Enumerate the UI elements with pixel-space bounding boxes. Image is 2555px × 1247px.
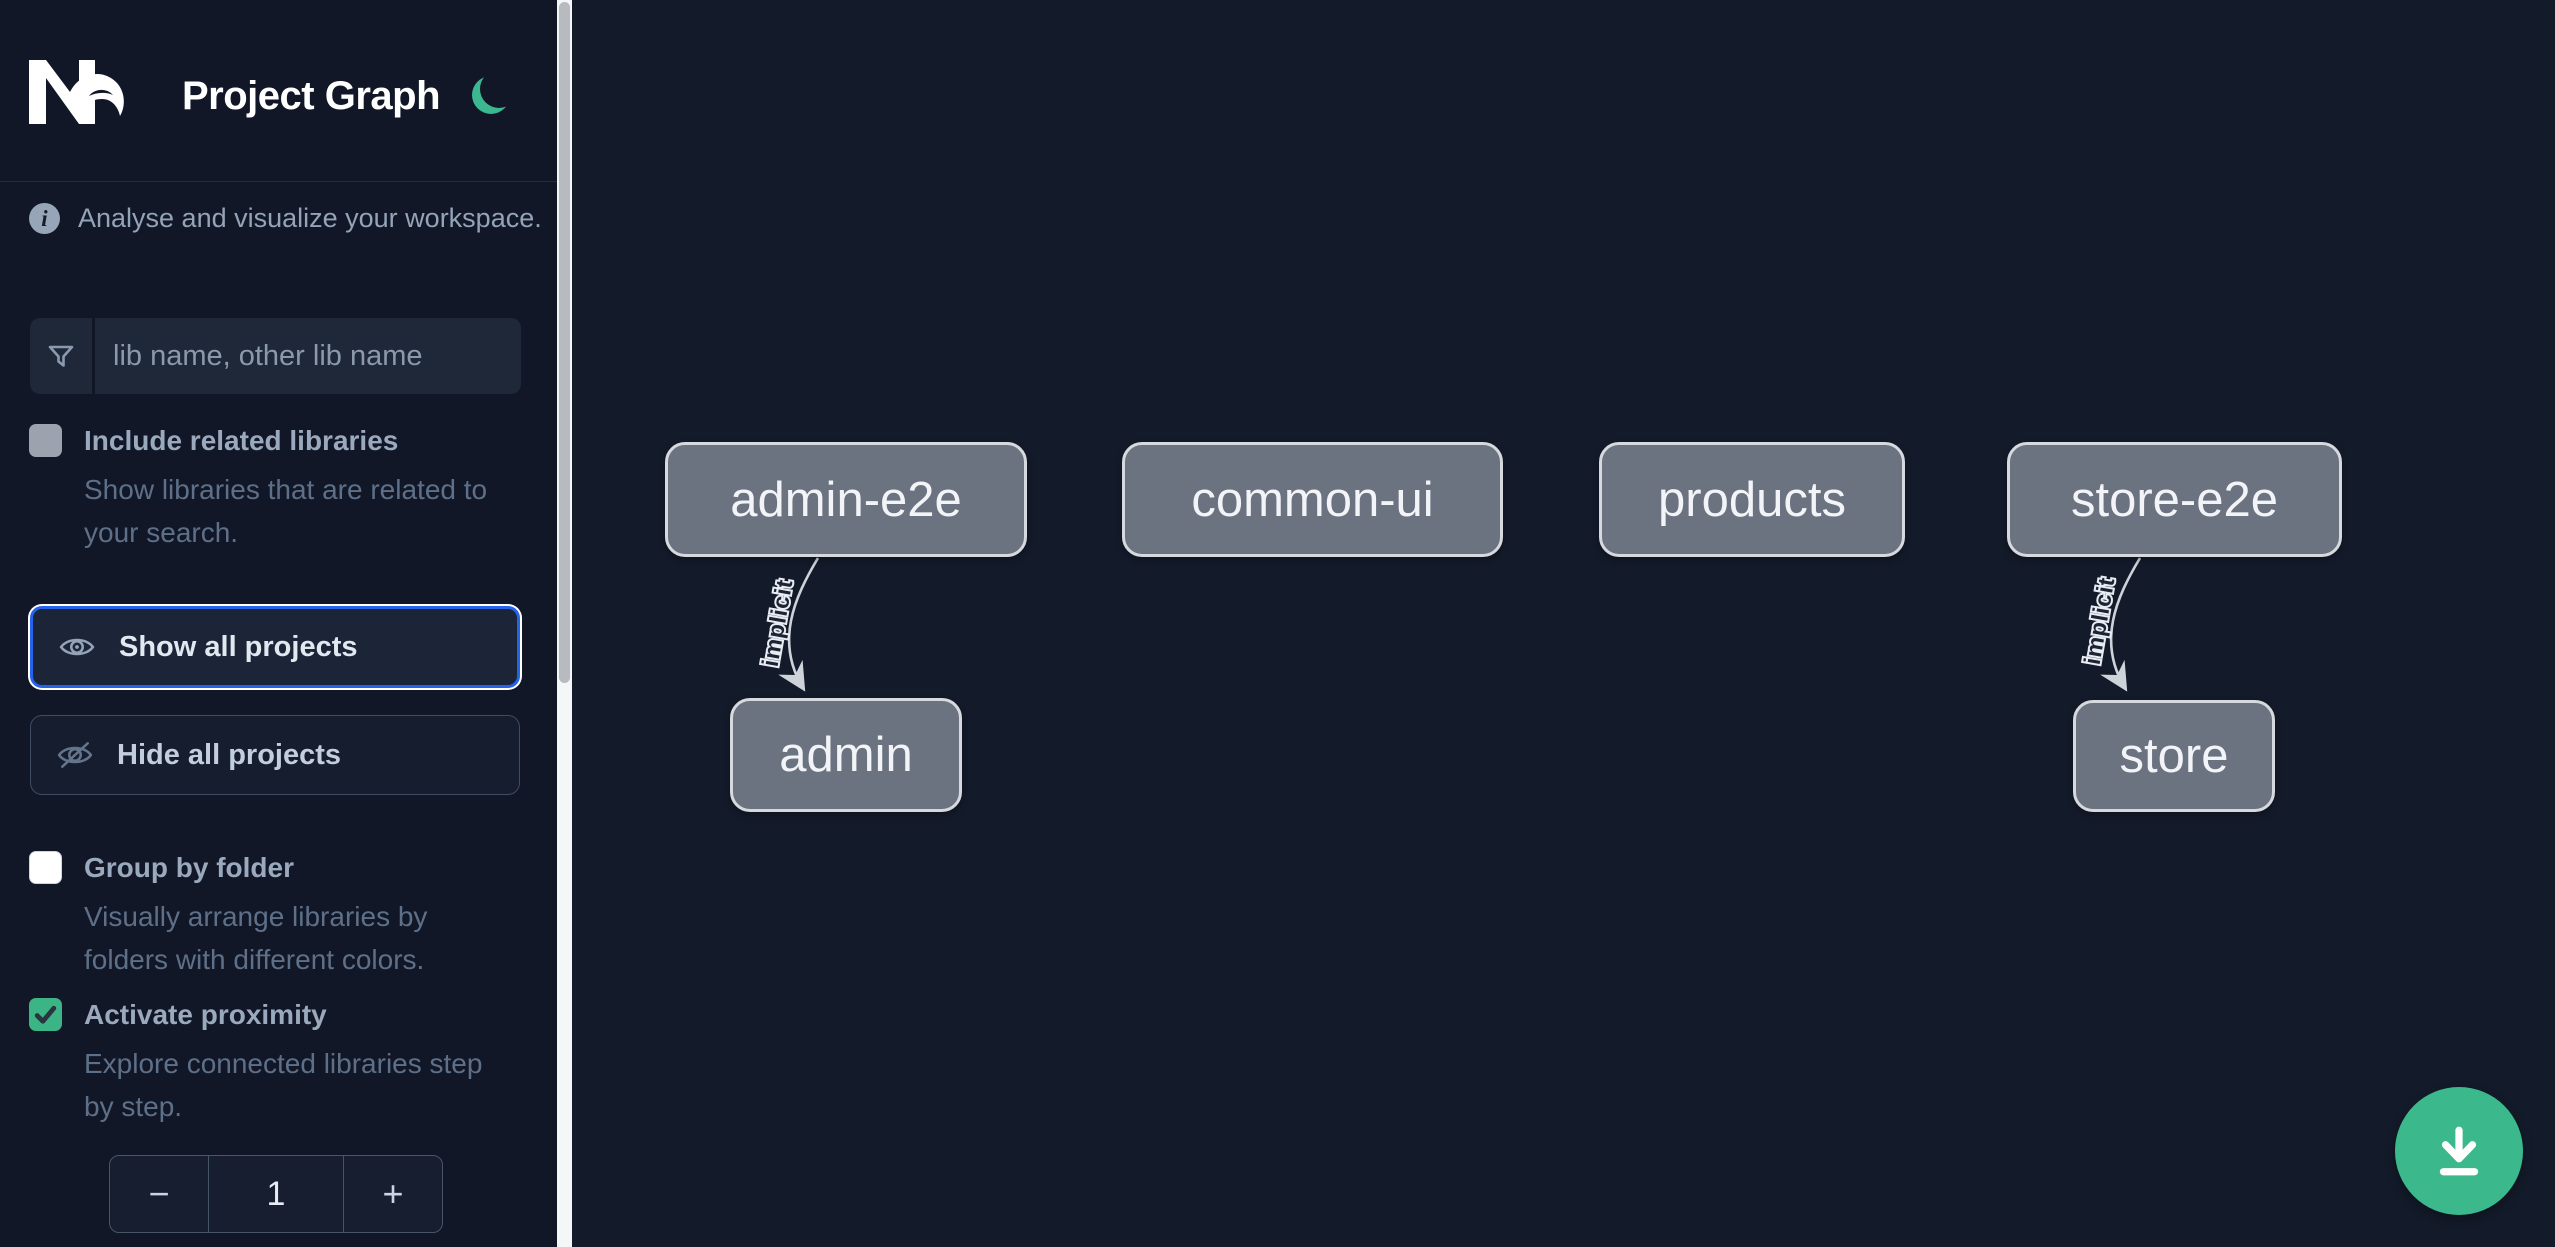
option-include-related: Include related libraries Show libraries… [29,424,507,554]
edge-admin-e2e-to-admin [778,557,820,692]
sidebar: Project Graph i Analyse and visualize yo… [0,0,557,1247]
sidebar-scrollbar-thumb[interactable] [559,2,570,683]
download-image-button[interactable] [2395,1087,2523,1215]
edge-store-e2e-to-store [2100,557,2142,692]
download-icon [2439,1126,2479,1176]
activate-proximity-description: Explore connected libraries step by step… [84,1048,483,1122]
project-node-common-ui[interactable]: common-ui [1122,442,1503,557]
group-by-folder-checkbox[interactable] [29,851,62,884]
include-related-checkbox[interactable] [29,424,62,457]
depth-value[interactable]: 1 [208,1156,344,1232]
graph-edges: implicit implicit [755,557,2142,692]
increment-button[interactable]: + [382,1173,404,1214]
sidebar-scrollbar-track [557,0,572,1247]
group-by-folder-label: Group by folder [84,852,294,883]
theme-toggle-moon-icon[interactable] [472,76,510,114]
search-box [30,318,521,394]
graph-canvas[interactable]: implicit implicit admin-e2e common-ui pr… [572,0,2555,1247]
show-all-projects-label: Show all projects [119,630,358,663]
app-header: Project Graph [0,0,557,182]
group-by-folder-description: Visually arrange libraries by folders wi… [84,901,428,975]
include-related-label: Include related libraries [84,425,399,456]
eye-icon [59,638,95,656]
project-node-admin-e2e[interactable]: admin-e2e [665,442,1027,557]
workspace-tagline: i Analyse and visualize your workspace. [29,203,542,234]
hide-all-projects-label: Hide all projects [117,738,342,771]
eye-off-icon [57,742,93,768]
project-node-store-e2e[interactable]: store-e2e [2007,442,2342,557]
hide-all-projects-button[interactable]: Hide all projects [30,715,520,795]
checkmark-icon [34,1005,57,1024]
activate-proximity-checkbox[interactable] [29,998,62,1031]
activate-proximity-label: Activate proximity [84,999,327,1030]
project-node-store[interactable]: store [2073,700,2275,812]
show-all-projects-button[interactable]: Show all projects [30,606,520,688]
search-input[interactable] [95,318,521,394]
proximity-depth-stepper: − 1 + [109,1155,443,1233]
option-activate-proximity: Activate proximity Explore connected lib… [29,998,507,1128]
nx-logo-icon [29,60,124,124]
project-node-products[interactable]: products [1599,442,1905,557]
page-title: Project Graph [182,74,441,118]
include-related-description: Show libraries that are related to your … [84,474,488,548]
funnel-icon [30,318,95,394]
option-group-by-folder: Group by folder Visually arrange librari… [29,851,507,981]
project-node-admin[interactable]: admin [730,698,962,812]
info-icon: i [29,203,60,234]
tagline-text: Analyse and visualize your workspace. [78,203,542,233]
decrement-button[interactable]: − [148,1173,170,1214]
